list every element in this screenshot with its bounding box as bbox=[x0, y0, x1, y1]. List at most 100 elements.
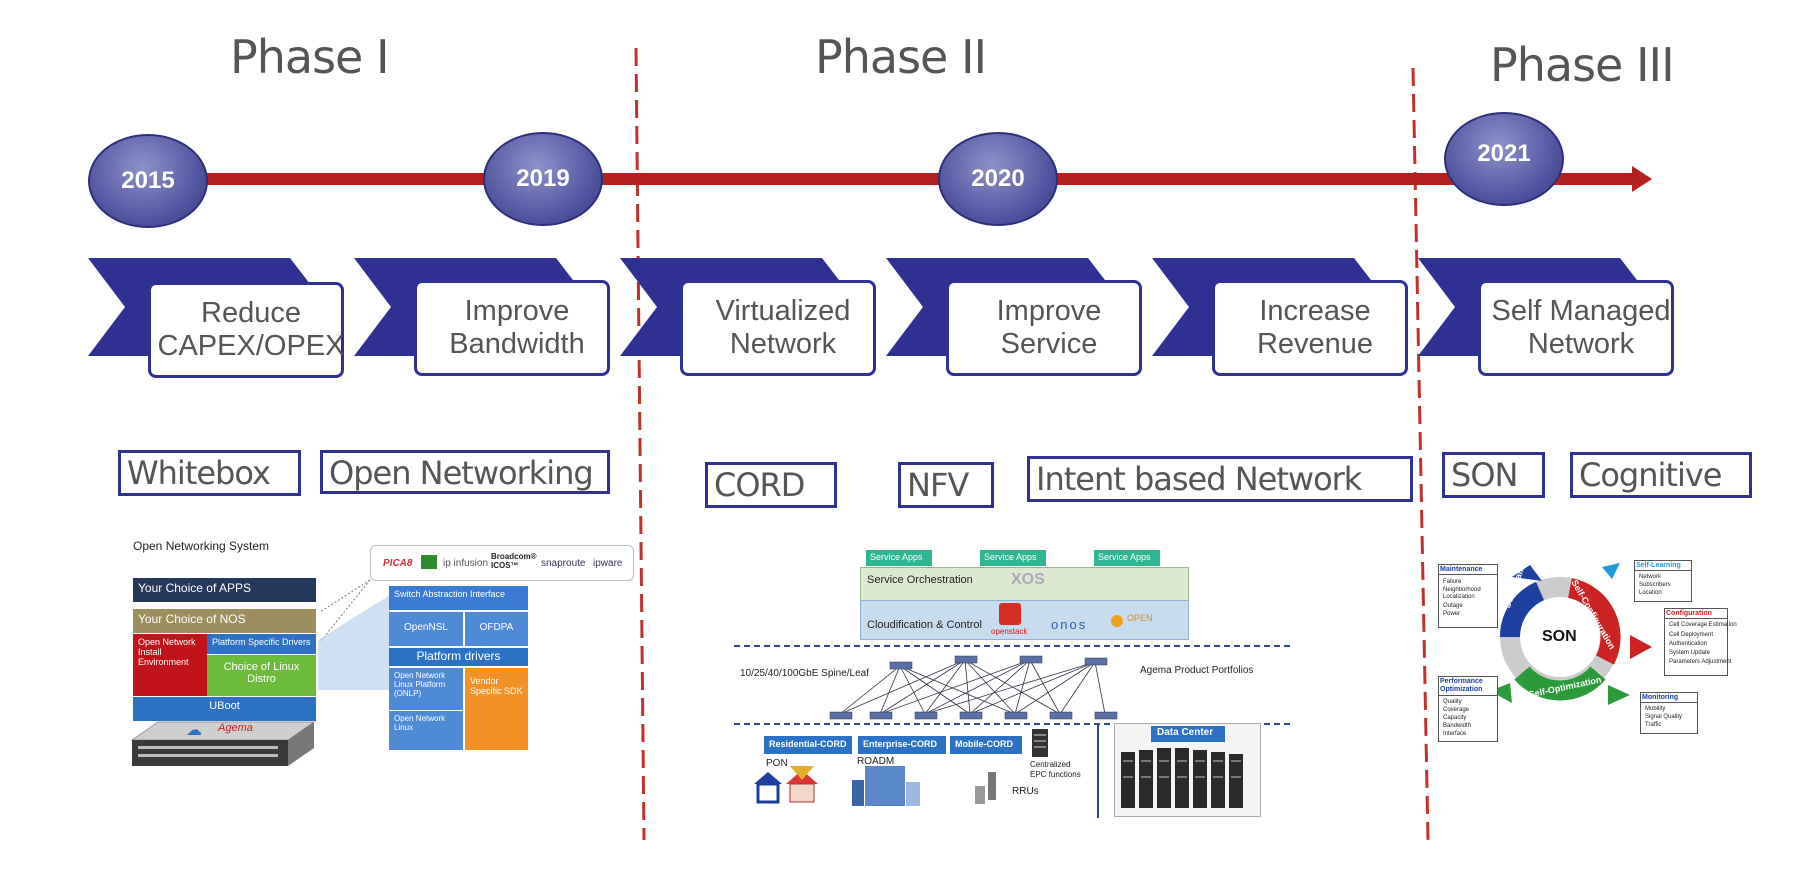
goal-line: Improve bbox=[996, 295, 1102, 327]
pon-label: PON bbox=[766, 758, 788, 769]
performance-item: Capacity bbox=[1443, 715, 1467, 721]
configuration-title: Configuration bbox=[1665, 609, 1727, 619]
year-label: 2021 bbox=[1477, 140, 1531, 167]
year-2015-node: 2015 bbox=[88, 134, 208, 228]
phase-1-title: Phase I bbox=[230, 30, 390, 84]
vendor-callout bbox=[318, 579, 390, 690]
tech-cognitive: Cognitive bbox=[1570, 452, 1752, 498]
service-apps-3: Service Apps bbox=[1094, 550, 1160, 566]
tech-son: SON bbox=[1442, 452, 1545, 498]
configuration-item: System Update bbox=[1669, 650, 1711, 656]
switch-abstraction-interface: Switch Abstraction Interface bbox=[389, 586, 528, 610]
agema-brand: Agema bbox=[218, 722, 253, 734]
self-learning-title: Self-Learning bbox=[1635, 561, 1691, 571]
service-apps-2: Service Apps bbox=[980, 550, 1046, 566]
son-center-label: SON bbox=[1542, 628, 1577, 645]
ipinfusion-logo: ip infusion bbox=[443, 558, 489, 569]
monitoring-item: Mobility bbox=[1645, 706, 1666, 712]
onlp-layer: Open Network Linux Platform (ONLP) bbox=[389, 668, 463, 710]
cloudification-layer: Cloudification & Control openstack onos … bbox=[860, 600, 1189, 640]
year-2020-node: 2020 bbox=[938, 132, 1058, 226]
monitoring-box: Monitoring Mobility Signal Quality Traff… bbox=[1640, 692, 1698, 734]
goal-line: CAPEX/OPEX bbox=[157, 330, 345, 362]
onl-layer: Open Network Linux bbox=[389, 711, 463, 750]
data-center-panel: Data Center bbox=[1114, 723, 1261, 817]
agema-portfolio-label: Agema Product Portfolios bbox=[1140, 665, 1254, 676]
year-2019-node: 2019 bbox=[483, 132, 603, 226]
nos-layer: Your Choice of NOS bbox=[133, 609, 316, 633]
year-label: 2019 bbox=[516, 165, 570, 192]
opennsl-layer: OpenNSL bbox=[389, 612, 463, 646]
performance-item: Interface bbox=[1443, 731, 1467, 737]
maintenance-item: Outage bbox=[1443, 603, 1463, 609]
open-label: OPEN bbox=[1127, 613, 1153, 623]
goal-line: Self Managed bbox=[1491, 295, 1671, 327]
data-center-label: Data Center bbox=[1151, 726, 1225, 742]
goal-line: Network bbox=[729, 328, 837, 360]
platform-drivers-layer: Platform drivers bbox=[389, 648, 528, 666]
goal-line: Increase bbox=[1259, 295, 1371, 327]
tech-intent-based-network: Intent based Network bbox=[1027, 456, 1413, 502]
configuration-box: Configuration Cell Coverage Estimation C… bbox=[1664, 608, 1737, 676]
self-learning-box: Self-Learning Network Subscribers Locati… bbox=[1634, 560, 1692, 602]
linux-distro-layer: Choice of Linux Distro bbox=[207, 655, 316, 696]
goal-line: Network bbox=[1527, 328, 1635, 360]
goal-line: Revenue bbox=[1256, 328, 1374, 360]
service-apps-1: Service Apps bbox=[866, 550, 932, 566]
ofdpa-layer: OFDPA bbox=[465, 612, 528, 646]
pica8-logo: PICA8 bbox=[383, 558, 413, 569]
phase-3-title: Phase III bbox=[1490, 38, 1675, 92]
uboot-layer: UBoot bbox=[133, 697, 316, 721]
onos-label: onos bbox=[1051, 617, 1088, 632]
rrus-label: RRUs bbox=[1012, 786, 1039, 797]
ipware-logo: ipware bbox=[593, 558, 623, 569]
monitoring-item: Signal Quality bbox=[1645, 714, 1683, 720]
maintenance-item: Failure bbox=[1443, 579, 1462, 585]
cloudification-label: Cloudification & Control bbox=[867, 619, 982, 631]
cloud-icon: ☁ bbox=[186, 722, 202, 739]
performance-item: Coverage bbox=[1443, 707, 1470, 713]
year-label: 2020 bbox=[971, 165, 1025, 192]
mobile-cord: Mobile-CORD bbox=[950, 736, 1022, 754]
monitoring-title: Monitoring bbox=[1641, 693, 1697, 703]
openstack-label: openstack bbox=[991, 627, 1028, 636]
openstack-icon bbox=[999, 603, 1021, 625]
access-icons bbox=[754, 766, 996, 806]
apps-layer: Your Choice of APPS bbox=[133, 578, 316, 602]
residential-cord: Residential-CORD bbox=[764, 736, 852, 754]
performance-item: Bandwidth bbox=[1443, 723, 1472, 729]
goal-line: Reduce bbox=[201, 297, 301, 329]
onie-layer: Open Network Install Environment bbox=[133, 634, 207, 696]
year-label: 2015 bbox=[121, 167, 175, 194]
spine-leaf-network bbox=[734, 645, 1292, 818]
xos-label: XOS bbox=[1011, 571, 1045, 588]
year-2021-node: 2021 bbox=[1444, 112, 1564, 206]
configuration-item: Parameters Adjustment bbox=[1669, 659, 1732, 665]
configuration-item: Cell Deployment bbox=[1669, 632, 1714, 638]
phase-2-title: Phase II bbox=[815, 30, 987, 84]
self-learning-item: Network bbox=[1639, 574, 1662, 580]
broadcom-logo: Broadcom® ICOS™ bbox=[491, 552, 537, 570]
spine-leaf-label: 10/25/40/100GbE Spine/Leaf bbox=[740, 668, 869, 679]
performance-box: Performance Optimization Quality Coverag… bbox=[1438, 676, 1498, 742]
self-learning-item: Subscribers bbox=[1639, 582, 1671, 588]
platform-specific-drivers: Platform Specific Drivers bbox=[207, 634, 316, 654]
vendor-sdk-layer: Vendor Specific SDK bbox=[465, 668, 528, 750]
goal-line: Improve bbox=[464, 295, 570, 327]
monitoring-item: Traffic bbox=[1645, 722, 1662, 728]
performance-title: Performance Optimization bbox=[1439, 677, 1497, 696]
service-orchestration-label: Service Orchestration bbox=[867, 574, 973, 586]
switch-hardware-image bbox=[130, 721, 316, 766]
performance-item: Quality bbox=[1443, 699, 1462, 705]
green-logo bbox=[421, 555, 437, 569]
tech-open-networking: Open Networking bbox=[320, 450, 610, 494]
service-orchestration-layer: Service Orchestration XOS bbox=[860, 567, 1189, 601]
roadm-label: ROADM bbox=[857, 756, 895, 767]
snaproute-logo: snaproute bbox=[541, 558, 586, 569]
self-learning-item: Location bbox=[1639, 590, 1662, 596]
